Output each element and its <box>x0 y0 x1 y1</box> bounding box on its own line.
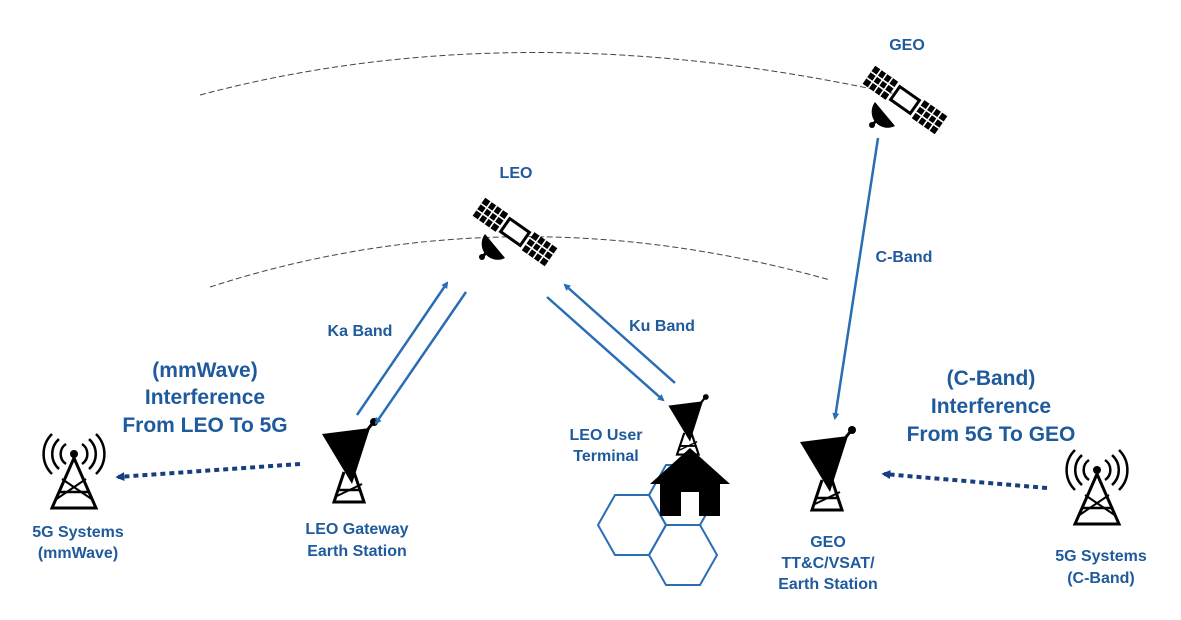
fiveg-cband-label-1: 5G Systems <box>1055 548 1147 565</box>
ku-band-label: Ku Band <box>629 318 695 335</box>
geo-satellite-label: GEO <box>889 37 925 54</box>
leo-user-terminal-label-1: LEO User <box>570 427 643 444</box>
ka-band-downlink-arrow <box>374 291 468 425</box>
fiveg-mmwave-tower-icon <box>42 432 106 510</box>
mmwave-interference-arrow <box>115 462 301 482</box>
ku-band-downlink-arrow <box>546 296 665 402</box>
c-band-link-arrow <box>832 137 880 421</box>
geo-earth-station-dish-icon <box>798 424 858 512</box>
fiveg-mmwave-label-2: (mmWave) <box>38 545 118 562</box>
ka-band-label: Ka Band <box>328 323 393 340</box>
c-band-label: C-Band <box>876 249 933 266</box>
mmwave-interference-title-1: (mmWave) <box>152 359 257 382</box>
house-icon <box>650 448 730 516</box>
leo-user-terminal-label-2: Terminal <box>573 448 639 465</box>
fiveg-mmwave-label-1: 5G Systems <box>32 524 124 541</box>
mmwave-interference-title-3: From LEO To 5G <box>122 414 287 437</box>
geo-orbit-arc <box>199 52 901 96</box>
fiveg-cband-tower-icon <box>1065 448 1129 526</box>
leo-satellite-icon <box>471 196 559 268</box>
geo-satellite-icon <box>861 64 949 136</box>
cband-interference-title-2: Interference <box>931 395 1051 418</box>
cband-interference-title-3: From 5G To GEO <box>907 423 1076 446</box>
fiveg-cband-label-2: (C-Band) <box>1067 570 1135 587</box>
leo-user-terminal-dish-icon <box>667 392 710 456</box>
ku-band-uplink-arrow <box>563 283 676 384</box>
geo-earth-station-label-3: Earth Station <box>778 576 878 593</box>
leo-gateway-dish-icon <box>320 416 380 504</box>
leo-gateway-label-2: Earth Station <box>307 543 407 560</box>
geo-earth-station-label-1: GEO <box>810 534 846 551</box>
geo-earth-station-label-2: TT&C/VSAT/ <box>781 555 875 572</box>
mmwave-interference-title-2: Interference <box>145 386 265 409</box>
leo-gateway-label-1: LEO Gateway <box>305 521 408 538</box>
cband-interference-arrow <box>881 470 1048 490</box>
cband-interference-title-1: (C-Band) <box>947 367 1036 390</box>
leo-satellite-label: LEO <box>500 165 533 182</box>
ka-band-uplink-arrow <box>355 281 449 416</box>
